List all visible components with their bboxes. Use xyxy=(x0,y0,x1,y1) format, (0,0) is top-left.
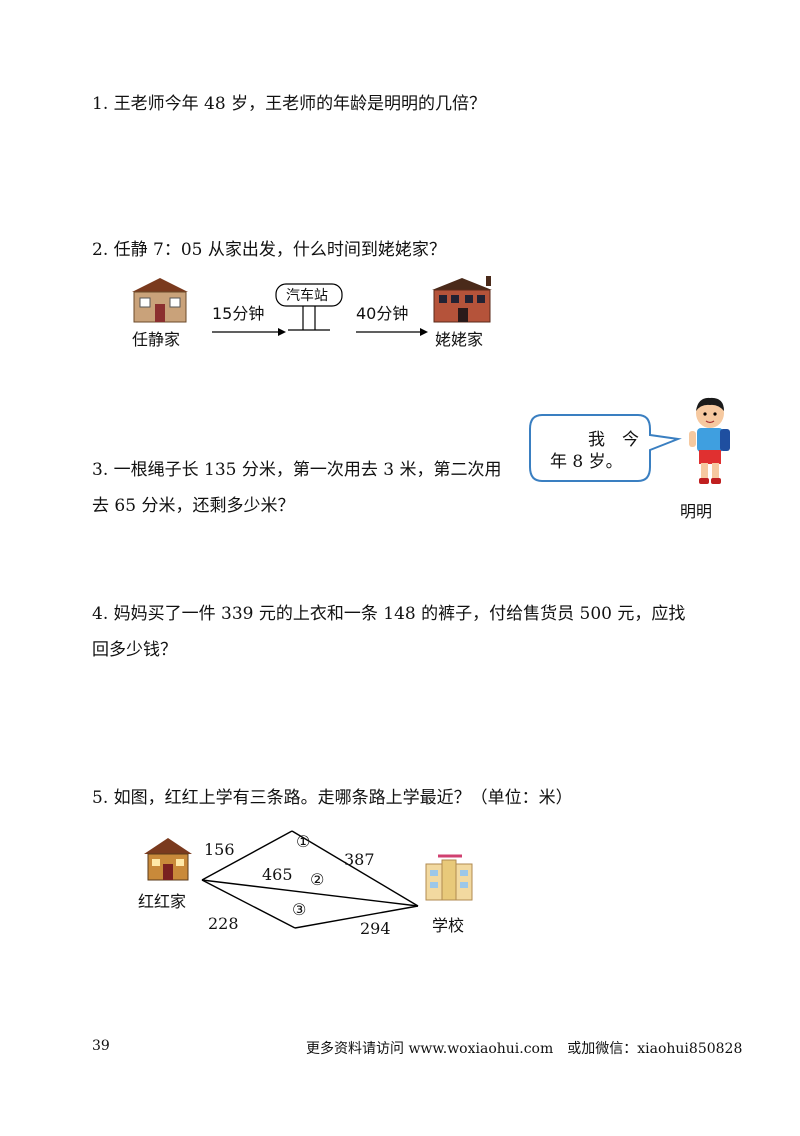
time-label-2: 40分钟 xyxy=(356,304,409,323)
speech-line-1: 我 今 xyxy=(588,430,639,450)
footer-promo: 更多资料请访问 www.woxiaohui.com 或加微信：xiaohui85… xyxy=(306,1041,743,1057)
red-home-house-icon xyxy=(144,838,192,881)
path-3-segment-b xyxy=(294,905,419,929)
school-map: 156 ① 387 465 ② ③ 228 294 红红家 学校 xyxy=(130,826,490,946)
path-2-number: ② xyxy=(310,870,325,889)
destination-label: 姥姥家 xyxy=(435,330,484,349)
question-3-line-2: 去 65 分米，还剩多少米？ xyxy=(92,496,295,516)
question-1: 1. 王老师今年 48 岁，王老师的年龄是明明的几倍？ xyxy=(92,94,487,114)
speech-line-2: 年 8 岁。 xyxy=(550,452,623,472)
question-2: 2. 任静 7：05 从家出发，什么时间到姥姥家？ xyxy=(92,240,446,260)
boy-icon xyxy=(689,397,730,484)
path-3-segment-a xyxy=(201,879,296,929)
distance-465: 465 xyxy=(262,865,293,884)
distance-156: 156 xyxy=(204,840,235,859)
path-1-number: ① xyxy=(296,832,311,851)
page-number: 39 xyxy=(92,1038,110,1054)
question-5: 5. 如图，红红上学有三条路。走哪条路上学最近？（单位：米） xyxy=(92,788,573,808)
route-diagram xyxy=(132,276,492,336)
route-figure: 15分钟 汽车站 40分钟 任静家 姥姥家 xyxy=(120,270,520,350)
station-label: 汽车站 xyxy=(286,288,328,304)
path-2 xyxy=(201,879,419,907)
mingming-figure: 我 今 年 8 岁。 明明 xyxy=(528,395,778,525)
path-1-segment-b xyxy=(291,830,419,907)
path-3-number: ③ xyxy=(292,900,307,919)
question-4-line-1: 4. 妈妈买了一件 339 元的上衣和一条 148 的裤子，付给售货员 500 … xyxy=(92,604,686,624)
time-label-1: 15分钟 xyxy=(212,304,265,323)
question-3-line-1: 3. 一根绳子长 135 分米，第一次用去 3 米，第二次用 xyxy=(92,460,502,480)
bus-stop-sign-icon xyxy=(275,283,343,331)
speech-bubble xyxy=(529,414,682,482)
school-map-diagram xyxy=(144,830,473,929)
school-label: 学校 xyxy=(432,916,465,935)
grandma-house-icon xyxy=(432,276,492,323)
distance-228: 228 xyxy=(208,914,239,933)
home-house-icon xyxy=(132,278,188,323)
paths xyxy=(201,830,419,929)
question-4-line-2: 回多少钱？ xyxy=(92,640,177,660)
mingming-name: 明明 xyxy=(680,502,713,521)
home-label: 红红家 xyxy=(138,892,187,911)
distance-387: 387 xyxy=(344,850,375,869)
school-building-icon xyxy=(425,854,473,901)
home-label: 任静家 xyxy=(132,330,181,349)
path-1-segment-a xyxy=(201,830,293,881)
distance-294: 294 xyxy=(360,919,391,938)
